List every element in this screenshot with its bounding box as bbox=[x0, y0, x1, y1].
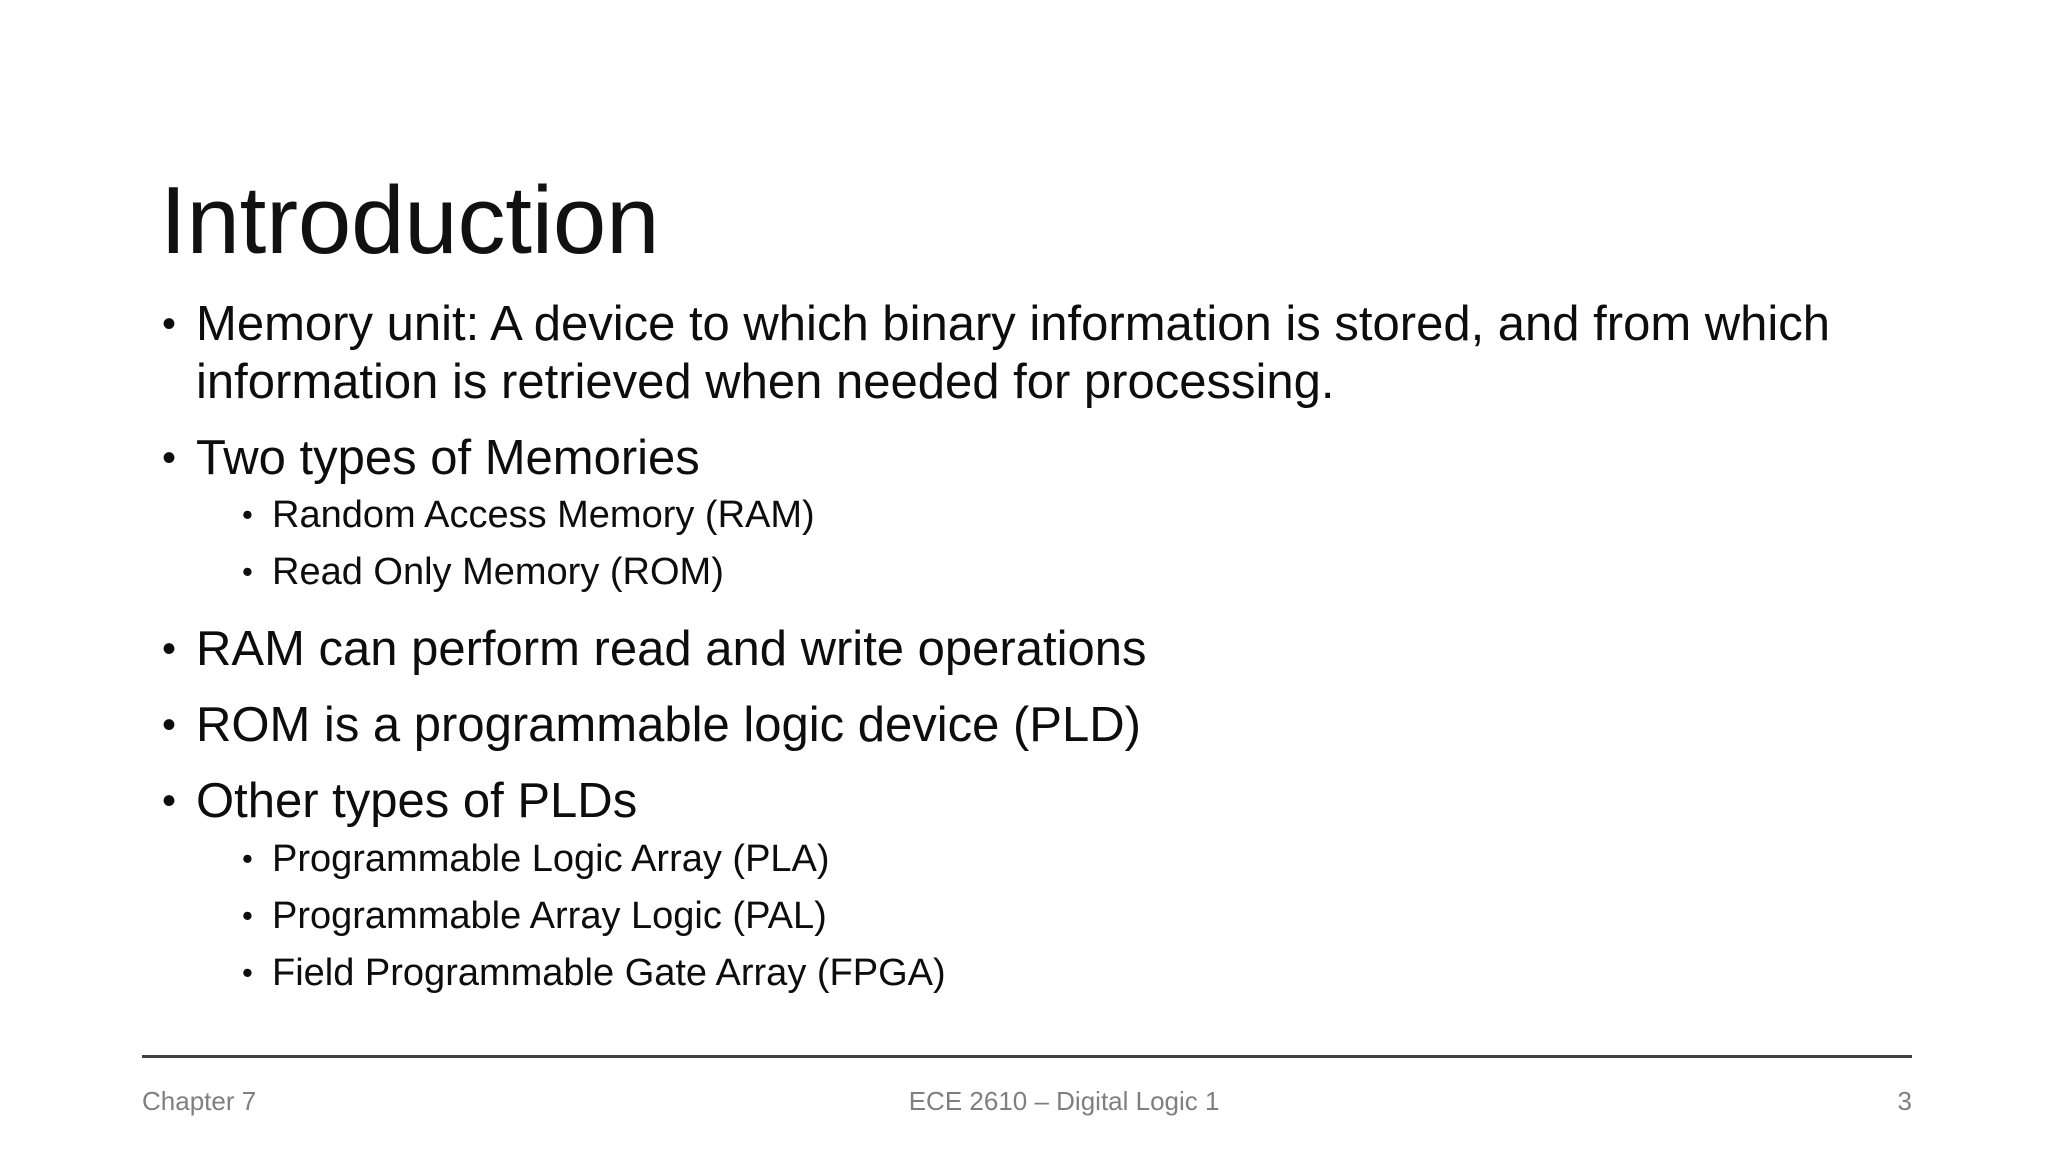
footer-chapter-label: Chapter 7 bbox=[142, 1085, 257, 1116]
bullet-icon: • bbox=[242, 497, 253, 533]
list-item: • ROM is a programmable logic device (PL… bbox=[160, 697, 1930, 755]
list-item: • RAM can perform read and write operati… bbox=[160, 621, 1930, 679]
bullet-icon: • bbox=[162, 778, 177, 823]
footer-page-number: 3 bbox=[1897, 1085, 1912, 1116]
list-item: • Field Programmable Gate Array (FPGA) bbox=[160, 951, 1930, 996]
slide-footer: Chapter 7 ECE 2610 – Digital Logic 1 3 bbox=[142, 1078, 1912, 1124]
list-item-label: Two types of Memories bbox=[196, 430, 700, 485]
bullet-icon: • bbox=[162, 302, 177, 346]
list-item-label: RAM can perform read and write operation… bbox=[196, 622, 1147, 677]
list-item-label: Programmable Array Logic (PAL) bbox=[272, 894, 827, 937]
list-item: • Two types of Memories bbox=[160, 430, 1930, 488]
bullet-icon: • bbox=[242, 897, 253, 933]
list-item-label: Memory unit: A device to which binary in… bbox=[196, 297, 1831, 409]
bullet-icon: • bbox=[162, 703, 177, 748]
footer-divider bbox=[142, 1055, 1912, 1058]
list-item: • Programmable Logic Array (PLA) bbox=[160, 837, 1930, 882]
list-item: • Memory unit: A device to which binary … bbox=[160, 296, 1930, 412]
page-title: Introduction bbox=[160, 167, 660, 275]
list-item-label: Read Only Memory (ROM) bbox=[272, 551, 724, 594]
list-item: • Other types of PLDs bbox=[160, 773, 1930, 831]
footer-course-label: ECE 2610 – Digital Logic 1 bbox=[908, 1085, 1220, 1116]
list-item-label: Other types of PLDs bbox=[196, 773, 638, 828]
slide-body-content: • Memory unit: A device to which binary … bbox=[160, 296, 1930, 1008]
list-item-label: ROM is a programmable logic device (PLD) bbox=[196, 698, 1141, 753]
bullet-icon: • bbox=[242, 954, 253, 990]
bullet-icon: • bbox=[242, 554, 253, 590]
bullet-icon: • bbox=[162, 435, 177, 480]
list-item: • Read Only Memory (ROM) bbox=[160, 550, 1930, 595]
bullet-icon: • bbox=[242, 840, 253, 876]
list-item-label: Field Programmable Gate Array (FPGA) bbox=[272, 951, 946, 994]
list-item-label: Programmable Logic Array (PLA) bbox=[272, 837, 830, 880]
list-item: • Programmable Array Logic (PAL) bbox=[160, 894, 1930, 939]
list-item: • Random Access Memory (RAM) bbox=[160, 493, 1930, 538]
list-item-label: Random Access Memory (RAM) bbox=[272, 494, 815, 537]
bullet-icon: • bbox=[162, 627, 177, 672]
